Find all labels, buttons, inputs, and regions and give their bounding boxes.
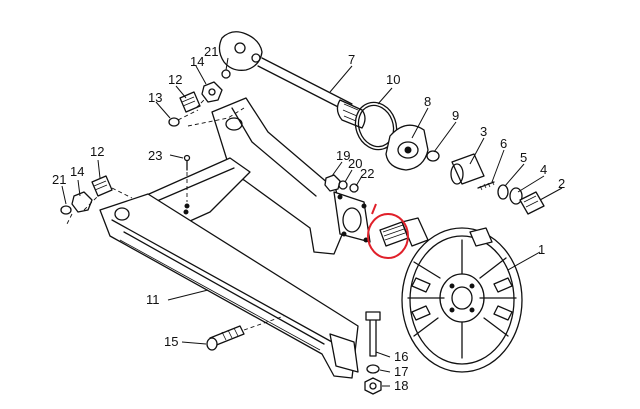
- gear-housing-part: [385, 124, 440, 171]
- circlip-part: [354, 101, 398, 151]
- callout-19: 19: [336, 148, 350, 163]
- callout-22: 22: [360, 166, 374, 181]
- callout-20: 20: [348, 156, 362, 171]
- flange-nut-set: [324, 174, 359, 193]
- callout-15: 15: [164, 334, 178, 349]
- callout-16: 16: [394, 349, 408, 364]
- callout-23: 23: [148, 148, 162, 163]
- callout-12-lower: 12: [90, 144, 104, 159]
- wheel-hub-part: [401, 227, 523, 373]
- callout-9: 9: [452, 108, 459, 123]
- callout-3: 3: [480, 124, 487, 139]
- highlight-circle: [367, 213, 409, 259]
- callout-4: 4: [540, 162, 547, 177]
- callout-10: 10: [386, 72, 400, 87]
- callout-21-upper: 21: [204, 44, 218, 59]
- callout-17: 17: [394, 364, 408, 379]
- swing-arm-frame: [99, 97, 371, 379]
- callout-14-upper: 14: [190, 54, 204, 69]
- callout-7: 7: [348, 52, 355, 67]
- callout-18: 18: [394, 378, 408, 393]
- callout-labels: 1 2 3 4 5 6 7 8 9 10 11 12 12 13 14 14 1…: [52, 44, 565, 393]
- callout-11: 11: [146, 292, 160, 307]
- callout-14-lower: 14: [70, 164, 84, 179]
- pivot-hardware-upper: [168, 69, 245, 127]
- callout-1: 1: [538, 242, 545, 257]
- callout-8: 8: [424, 94, 431, 109]
- callout-6: 6: [500, 136, 507, 151]
- callout-13: 13: [148, 90, 162, 105]
- drive-shaft-assembly: [218, 31, 366, 129]
- callout-2: 2: [558, 176, 565, 191]
- bearing-parts: [450, 153, 545, 215]
- grease-nipple-part: [183, 154, 191, 209]
- leader-lines: [61, 57, 563, 387]
- callout-21-lower: 21: [52, 172, 66, 187]
- callout-5: 5: [520, 150, 527, 165]
- callout-12-upper: 12: [168, 72, 182, 87]
- pinch-bolt-part: [206, 315, 285, 351]
- axle-bolt-set: [364, 311, 382, 395]
- highlight-tick: [371, 203, 377, 215]
- pivot-hardware-lower: [60, 175, 133, 227]
